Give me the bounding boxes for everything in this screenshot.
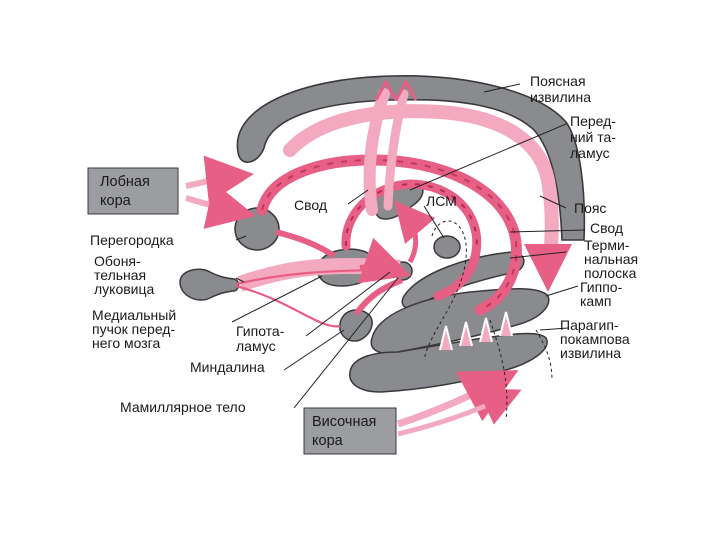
mamillary-body-label: Мамиллярное тело <box>120 399 246 415</box>
mfb-line-1 <box>236 286 340 326</box>
olfactory-bulb-shape <box>180 269 239 300</box>
frontal-cortex-box: Лобная кора <box>88 168 178 214</box>
septum-hypothalamus-path <box>276 232 334 256</box>
septum-label: Перегородка <box>90 232 174 248</box>
mamillothalamic-tract <box>404 212 416 262</box>
lsm-shape <box>434 236 460 258</box>
anterior-thalamus-label-3: ламус <box>570 145 610 161</box>
cingulate-gyrus-label-2: извилина <box>530 89 591 105</box>
septum-shape <box>235 208 279 250</box>
cingulum-label: Пояс <box>574 200 606 216</box>
cingulate-gyrus-label-1: Поясная <box>530 73 586 89</box>
amygdala-label: Миндалина <box>190 359 265 375</box>
frontal-cortex-label-2: кора <box>100 193 132 209</box>
mfb-label-3: него мозга <box>92 335 160 351</box>
hypo-mamillary-path <box>360 267 394 270</box>
hypothalamus-label-1: Гипота- <box>236 323 285 339</box>
parahippocampal-label-3: извилина <box>560 345 621 361</box>
fornix-label-center: Свод <box>294 197 327 213</box>
hippocampus-label-2: камп <box>580 293 611 309</box>
amygdala-shape <box>340 310 372 341</box>
fornix-label-right: Свод <box>590 220 623 236</box>
hypothalamus-label-2: ламус <box>236 338 276 354</box>
olfactory-bulb-label-3: луковица <box>94 281 155 297</box>
anterior-thalamus-label-1: Перед- <box>570 113 616 129</box>
frontal-cortex-label-1: Лобная <box>100 174 150 190</box>
lsm-label: ЛСМ <box>426 193 457 209</box>
amygdala-path <box>356 280 402 314</box>
frontal-arrow-1 <box>186 176 236 186</box>
temporal-cortex-box: Височная кора <box>304 408 396 454</box>
anterior-thalamus-label-2: ний та- <box>570 129 616 145</box>
frontal-arrow-2 <box>186 198 238 212</box>
temporal-cortex-label-1: Височная <box>312 414 376 430</box>
temporal-cortex-label-2: кора <box>312 433 344 449</box>
